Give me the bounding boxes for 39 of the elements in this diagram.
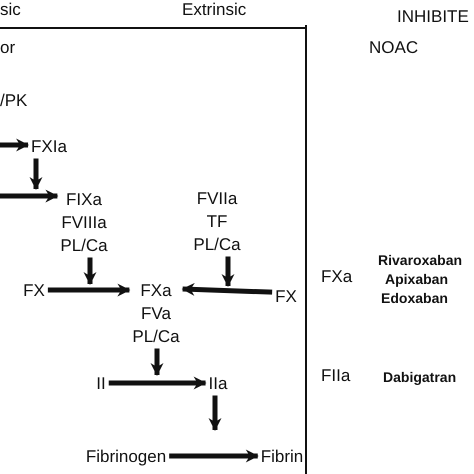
factor-label: IIa: [208, 372, 228, 394]
column-heading: Extrinsic: [182, 0, 246, 20]
factor-label: FXa: [321, 267, 352, 287]
factor-label: PL/Ca: [132, 326, 180, 348]
factor-label: FIIa: [321, 366, 350, 386]
factor-label: FXIa: [31, 134, 67, 158]
factor-label: PL/Ca: [60, 234, 108, 256]
arrow: [30, 158, 42, 190]
factor-label: FVIIIa: [60, 212, 108, 234]
arrow: [108, 376, 207, 390]
drug-name: Dabigatran: [383, 368, 456, 387]
arrow: [222, 256, 234, 287]
arrow: [84, 258, 96, 285]
factor-label: /PK: [0, 91, 28, 111]
arrow: [208, 396, 222, 431]
factor-label: FX: [23, 278, 45, 302]
arrow: [48, 284, 130, 296]
drug-name: Edoxaban: [381, 289, 448, 308]
arrow: [182, 282, 272, 296]
column-heading: NOAC: [369, 38, 418, 58]
column-heading: INHIBITE: [397, 7, 469, 27]
drug-name: Rivaroxaban: [378, 251, 462, 270]
factor-label: FVa: [140, 302, 172, 324]
arrow: [0, 138, 30, 152]
factor-label: FXa: [139, 280, 173, 302]
arrow: [169, 450, 259, 462]
factor-label: FVIIa: [196, 188, 238, 210]
arrow: [150, 348, 164, 376]
factor-label: FX: [275, 284, 297, 308]
drug-name: Apixaban: [385, 270, 448, 289]
factor-label: TF: [206, 210, 228, 232]
factor-label: PL/Ca: [193, 234, 241, 256]
factor-label: FIXa: [65, 188, 103, 210]
factor-label: II: [96, 372, 106, 394]
factor-label: Fibrinogen: [86, 444, 166, 468]
column-heading: sic: [0, 0, 21, 20]
factor-label: or: [0, 38, 16, 58]
arrow: [0, 190, 58, 202]
factor-label: Fibrin: [260, 444, 304, 468]
